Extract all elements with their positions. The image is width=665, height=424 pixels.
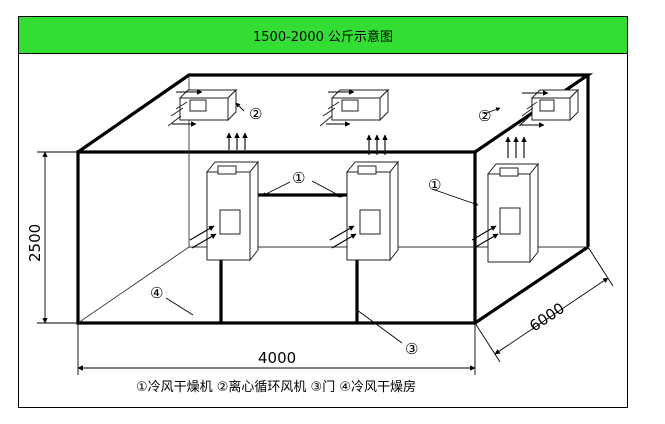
callout-labels: ② ② ① ① ④ ③ <box>150 105 491 358</box>
room-front-face <box>76 150 477 325</box>
dryer-middle <box>345 160 400 262</box>
dimension-lines <box>37 151 614 375</box>
dryer-left <box>205 160 260 262</box>
callout-dryer-right: ① <box>428 176 441 194</box>
callout-fan-left: ② <box>249 105 262 123</box>
legend-text: ①冷风干燥机 ②离心循环风机 ③门 ④冷风干燥房 <box>136 379 416 395</box>
fans <box>167 88 580 127</box>
callout-fan-right: ② <box>478 107 491 125</box>
depth-dimension-label: 6000 <box>526 299 568 335</box>
diagram-title: 1500-2000 公斤示意图 <box>253 29 393 45</box>
fan-left <box>167 88 238 127</box>
diagram-frame: 1500-2000 公斤示意图 <box>18 16 628 408</box>
height-dimension-label: 2500 <box>26 224 44 262</box>
callout-door: ③ <box>405 340 418 358</box>
width-dimension-label: 4000 <box>258 349 296 367</box>
title-bar: 1500-2000 公斤示意图 <box>19 17 627 54</box>
callout-room: ④ <box>150 284 163 302</box>
fan-middle <box>319 88 390 127</box>
cold-dryers <box>205 160 540 264</box>
fan-right <box>518 88 580 127</box>
callout-dryer-middle: ① <box>292 169 305 187</box>
airflow-arrows <box>172 89 549 249</box>
dryer-right <box>486 162 540 264</box>
dimension-labels: 2500 4000 6000 <box>26 224 568 367</box>
callout-leaders <box>165 102 501 344</box>
